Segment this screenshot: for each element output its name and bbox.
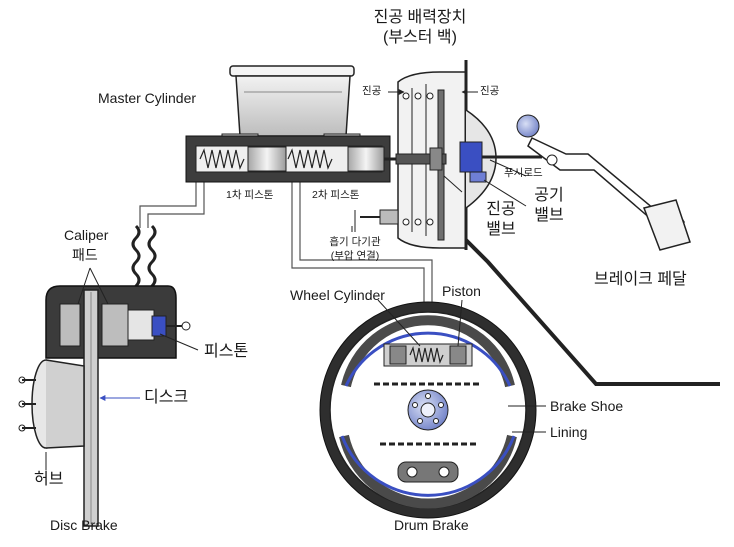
caliper-label: Caliper bbox=[64, 227, 109, 243]
disc-label: 디스크 bbox=[144, 389, 189, 406]
secondary-piston-label: 2차 피스톤 bbox=[312, 189, 360, 201]
master-cylinder-label: Master Cylinder bbox=[98, 90, 197, 106]
wheel-cylinder-label: Wheel Cylinder bbox=[290, 287, 385, 303]
air-valve-label: 공기 밸브 bbox=[534, 187, 564, 224]
brake-pedal-label: 브레이크 페달 bbox=[594, 271, 687, 288]
primary-piston-label: 1차 피스톤 bbox=[226, 189, 274, 201]
master-reservoir bbox=[221, 65, 361, 145]
disc-brake-assembly bbox=[18, 224, 191, 527]
brake-pedal-assembly bbox=[464, 114, 720, 386]
brake-lines bbox=[139, 180, 433, 330]
disc-brake-caption: Disc Brake bbox=[50, 517, 118, 533]
booster-title: 진공 배력장치 bbox=[373, 9, 467, 26]
vacuum-label-right: 진공 bbox=[480, 85, 500, 97]
vacuum-label-left: 진공 bbox=[362, 85, 382, 97]
master-cylinder-body bbox=[185, 135, 400, 183]
leader-lines bbox=[45, 89, 546, 470]
push-rod-label: 푸시로드 bbox=[504, 167, 543, 179]
drum-brake-assembly bbox=[319, 301, 537, 519]
booster-subtitle: (부스터 백) bbox=[383, 29, 457, 46]
drum-piston-label: Piston bbox=[442, 283, 481, 299]
vacuum-valve-label: 진공 밸브 bbox=[486, 201, 516, 238]
pad-label: 패드 bbox=[72, 247, 98, 263]
lining-label: Lining bbox=[550, 424, 588, 440]
vacuum-booster bbox=[354, 60, 542, 250]
drum-brake-caption: Drum Brake bbox=[394, 517, 469, 533]
brake-shoe-label: Brake Shoe bbox=[550, 398, 624, 414]
caliper-piston-label: 피스톤 bbox=[204, 343, 249, 360]
intake-manifold-label: 흡기 다기관 (부압 연결) bbox=[329, 236, 381, 262]
hub-label: 허브 bbox=[34, 471, 64, 488]
